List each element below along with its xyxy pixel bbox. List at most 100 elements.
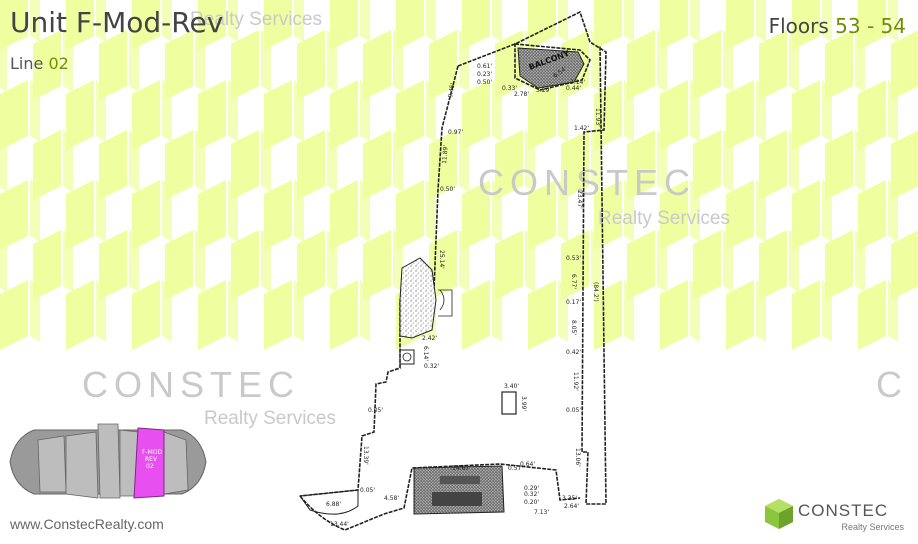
logo-tagline: Realty Services — [841, 522, 904, 532]
pattern-cube — [330, 280, 370, 350]
svg-text:0.44': 0.44' — [566, 85, 581, 92]
pattern-cube — [363, 30, 403, 100]
svg-text:25.14': 25.14' — [438, 250, 445, 269]
svg-text:0.50': 0.50' — [440, 186, 455, 193]
pattern-cube — [891, 30, 918, 100]
pattern-cube — [396, 180, 436, 250]
svg-text:0.17': 0.17' — [566, 299, 581, 306]
svg-text:0.64': 0.64' — [520, 461, 535, 468]
svg-text:3.29': 3.29' — [536, 87, 551, 94]
pattern-cube — [495, 230, 535, 300]
pattern-cube — [561, 130, 601, 200]
pattern-cube — [726, 180, 766, 250]
pattern-cube — [132, 280, 172, 350]
pattern-cube — [660, 180, 700, 250]
svg-text:0.61': 0.61' — [477, 63, 492, 70]
pattern-cube — [891, 230, 918, 300]
pattern-cube — [0, 31, 7, 92]
key-plan-highlighted-unit — [133, 427, 165, 499]
pattern-cube — [528, 280, 568, 350]
pattern-cube — [99, 230, 139, 300]
svg-text:2.14': 2.14' — [570, 79, 585, 86]
pattern-cube — [165, 30, 205, 100]
pattern-cube — [330, 80, 370, 150]
dimension-labels: 0.61' 0.23' 0.50' 0.33' 3.29' 2.78' 6.54… — [326, 63, 601, 528]
pattern-cube — [264, 80, 304, 150]
watermark-brand-right-edge: C — [876, 364, 908, 405]
pattern-cube — [264, 280, 304, 350]
svg-text:0.53': 0.53' — [566, 255, 581, 262]
svg-text:3.40': 3.40' — [504, 383, 519, 390]
svg-text:0.05': 0.05' — [368, 407, 383, 414]
pattern-cube — [825, 230, 865, 300]
balcony-top — [517, 47, 585, 89]
pattern-cube — [0, 80, 40, 150]
pattern-cube — [660, 80, 700, 150]
pattern-cube — [429, 30, 469, 100]
pattern-cube — [693, 130, 733, 200]
pattern-cube — [0, 180, 40, 250]
pattern-cube — [0, 131, 7, 192]
pattern-cube — [33, 30, 73, 100]
pattern-cube — [792, 180, 832, 250]
pattern-cube — [66, 280, 106, 350]
svg-text:2.64': 2.64' — [564, 503, 579, 510]
svg-text:0.05': 0.05' — [360, 487, 375, 494]
svg-text:0.32': 0.32' — [524, 491, 539, 498]
pattern-cube — [627, 30, 667, 100]
pattern-cube — [594, 180, 634, 250]
pattern-cube — [660, 280, 700, 350]
watermark-tagline-top: Realty Services — [190, 9, 322, 30]
svg-text:0.05': 0.05' — [566, 407, 581, 414]
pattern-cube — [858, 80, 898, 150]
website-link[interactable]: www.ConstecRealty.com — [10, 516, 164, 532]
pattern-cube — [528, 180, 568, 250]
balcony-bottom — [413, 465, 505, 515]
watermark-brand-left: CONSTEC — [82, 364, 301, 405]
pattern-cube — [858, 280, 898, 350]
svg-text:8.05': 8.05' — [570, 320, 577, 335]
pattern-cube — [33, 230, 73, 300]
pattern-cube — [132, 80, 172, 150]
svg-text:11.92': 11.92' — [572, 372, 579, 391]
svg-text:13.39': 13.39' — [362, 446, 369, 465]
pattern-cube — [825, 130, 865, 200]
pattern-cube — [99, 30, 139, 100]
pattern-cube — [462, 180, 502, 250]
svg-text:3.35': 3.35' — [562, 495, 577, 502]
utility-closet — [399, 349, 415, 365]
svg-text:0.20': 0.20' — [524, 499, 539, 506]
svg-text:23.47': 23.47' — [576, 190, 583, 209]
key-plan: F-MOD REV 02 — [9, 423, 207, 499]
pattern-cube — [528, 80, 568, 150]
pattern-cube — [33, 130, 73, 200]
pattern-cube — [462, 80, 502, 150]
pattern-cube — [264, 180, 304, 250]
pattern-cube — [297, 230, 337, 300]
logo-brand: CONSTEC — [798, 501, 889, 520]
svg-text:9.45': 9.45' — [447, 82, 457, 98]
unit-outline — [299, 10, 607, 531]
pattern-cube — [561, 230, 601, 300]
line-number: 02 — [48, 54, 69, 73]
watermark-tagline-center: Realty Services — [598, 208, 730, 229]
svg-text:0.42': 0.42' — [566, 349, 581, 356]
constec-logo-mark-icon — [765, 499, 793, 529]
watermark-tagline-left: Realty Services — [204, 408, 336, 429]
pattern-cube — [198, 180, 238, 250]
svg-text:0.97': 0.97' — [448, 129, 463, 136]
pattern-cube — [693, 230, 733, 300]
svg-text:2.42': 2.42' — [422, 335, 437, 342]
svg-text:(84.2'): (84.2') — [592, 282, 599, 302]
pattern-cube — [198, 280, 238, 350]
pattern-cube — [726, 280, 766, 350]
pattern-cube — [99, 130, 139, 200]
svg-text:2.78': 2.78' — [514, 91, 529, 98]
floors-label: Floors 53 - 54 — [769, 14, 906, 38]
pattern-cube — [759, 130, 799, 200]
pattern-cube — [726, 80, 766, 150]
pattern-cube — [231, 130, 271, 200]
pattern-cube — [495, 130, 535, 200]
pattern-cube — [66, 180, 106, 250]
